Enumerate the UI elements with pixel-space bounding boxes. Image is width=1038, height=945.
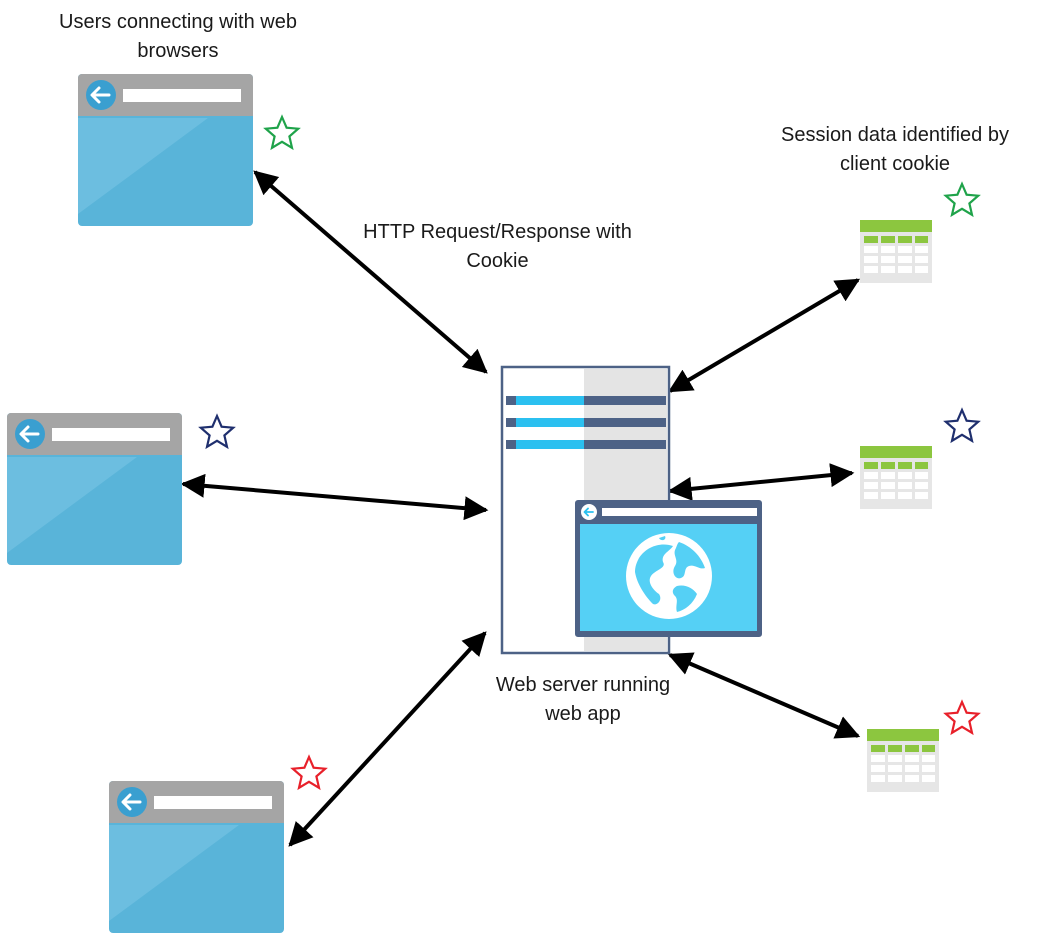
back-arrow-icon: [15, 419, 45, 449]
server-label-line-2: web app: [545, 703, 621, 725]
back-arrow-icon: [86, 80, 116, 110]
browser-window-bottom: [109, 781, 284, 933]
browser-window-top: [78, 74, 253, 226]
session-label-line-2: client cookie: [839, 153, 951, 175]
http-label-line-1: HTTP Request/Response with: [363, 221, 632, 243]
session-label: Session data identified by client cookie: [755, 121, 1035, 179]
star-icon-red-browser: [290, 754, 328, 791]
star-icon-red-session: [943, 699, 981, 736]
session-table-top: [860, 220, 932, 283]
table-icon: [871, 745, 935, 782]
connection-arrows: [180, 170, 861, 847]
arrow-browser-bottom-server: [288, 631, 487, 847]
users-label: Users connecting with web browsers: [28, 8, 328, 66]
star-icon-green-browser: [263, 114, 301, 151]
users-label-line-2: browsers: [137, 40, 219, 62]
back-arrow-icon: [581, 504, 597, 520]
globe-icon: [626, 533, 712, 619]
http-label-line-2: Cookie: [466, 250, 529, 272]
users-label-line-1: Users connecting with web: [59, 11, 297, 33]
arrow-server-session-middle: [667, 463, 855, 501]
server-rack-lines: [506, 396, 666, 449]
table-icon: [864, 462, 928, 499]
server-label: Web server running web app: [468, 671, 698, 729]
arrow-browser-middle-server: [180, 473, 489, 521]
arrow-browser-top-server: [253, 170, 488, 374]
http-label: HTTP Request/Response with Cookie: [340, 218, 655, 276]
browser-window-middle: [7, 413, 182, 565]
table-icon: [864, 236, 928, 273]
session-table-middle: [860, 446, 932, 509]
star-icon-navy-session: [943, 407, 981, 444]
arrow-server-session-bottom: [667, 652, 861, 739]
session-label-line-1: Session data identified by: [781, 124, 1009, 146]
server-label-line-1: Web server running: [495, 674, 671, 696]
arrow-server-session-top: [667, 278, 861, 393]
back-arrow-icon: [117, 787, 147, 817]
web-app-window: [575, 500, 762, 637]
star-icon-green-session: [943, 181, 981, 218]
session-table-bottom: [867, 729, 939, 792]
star-icon-navy-browser: [198, 413, 236, 450]
